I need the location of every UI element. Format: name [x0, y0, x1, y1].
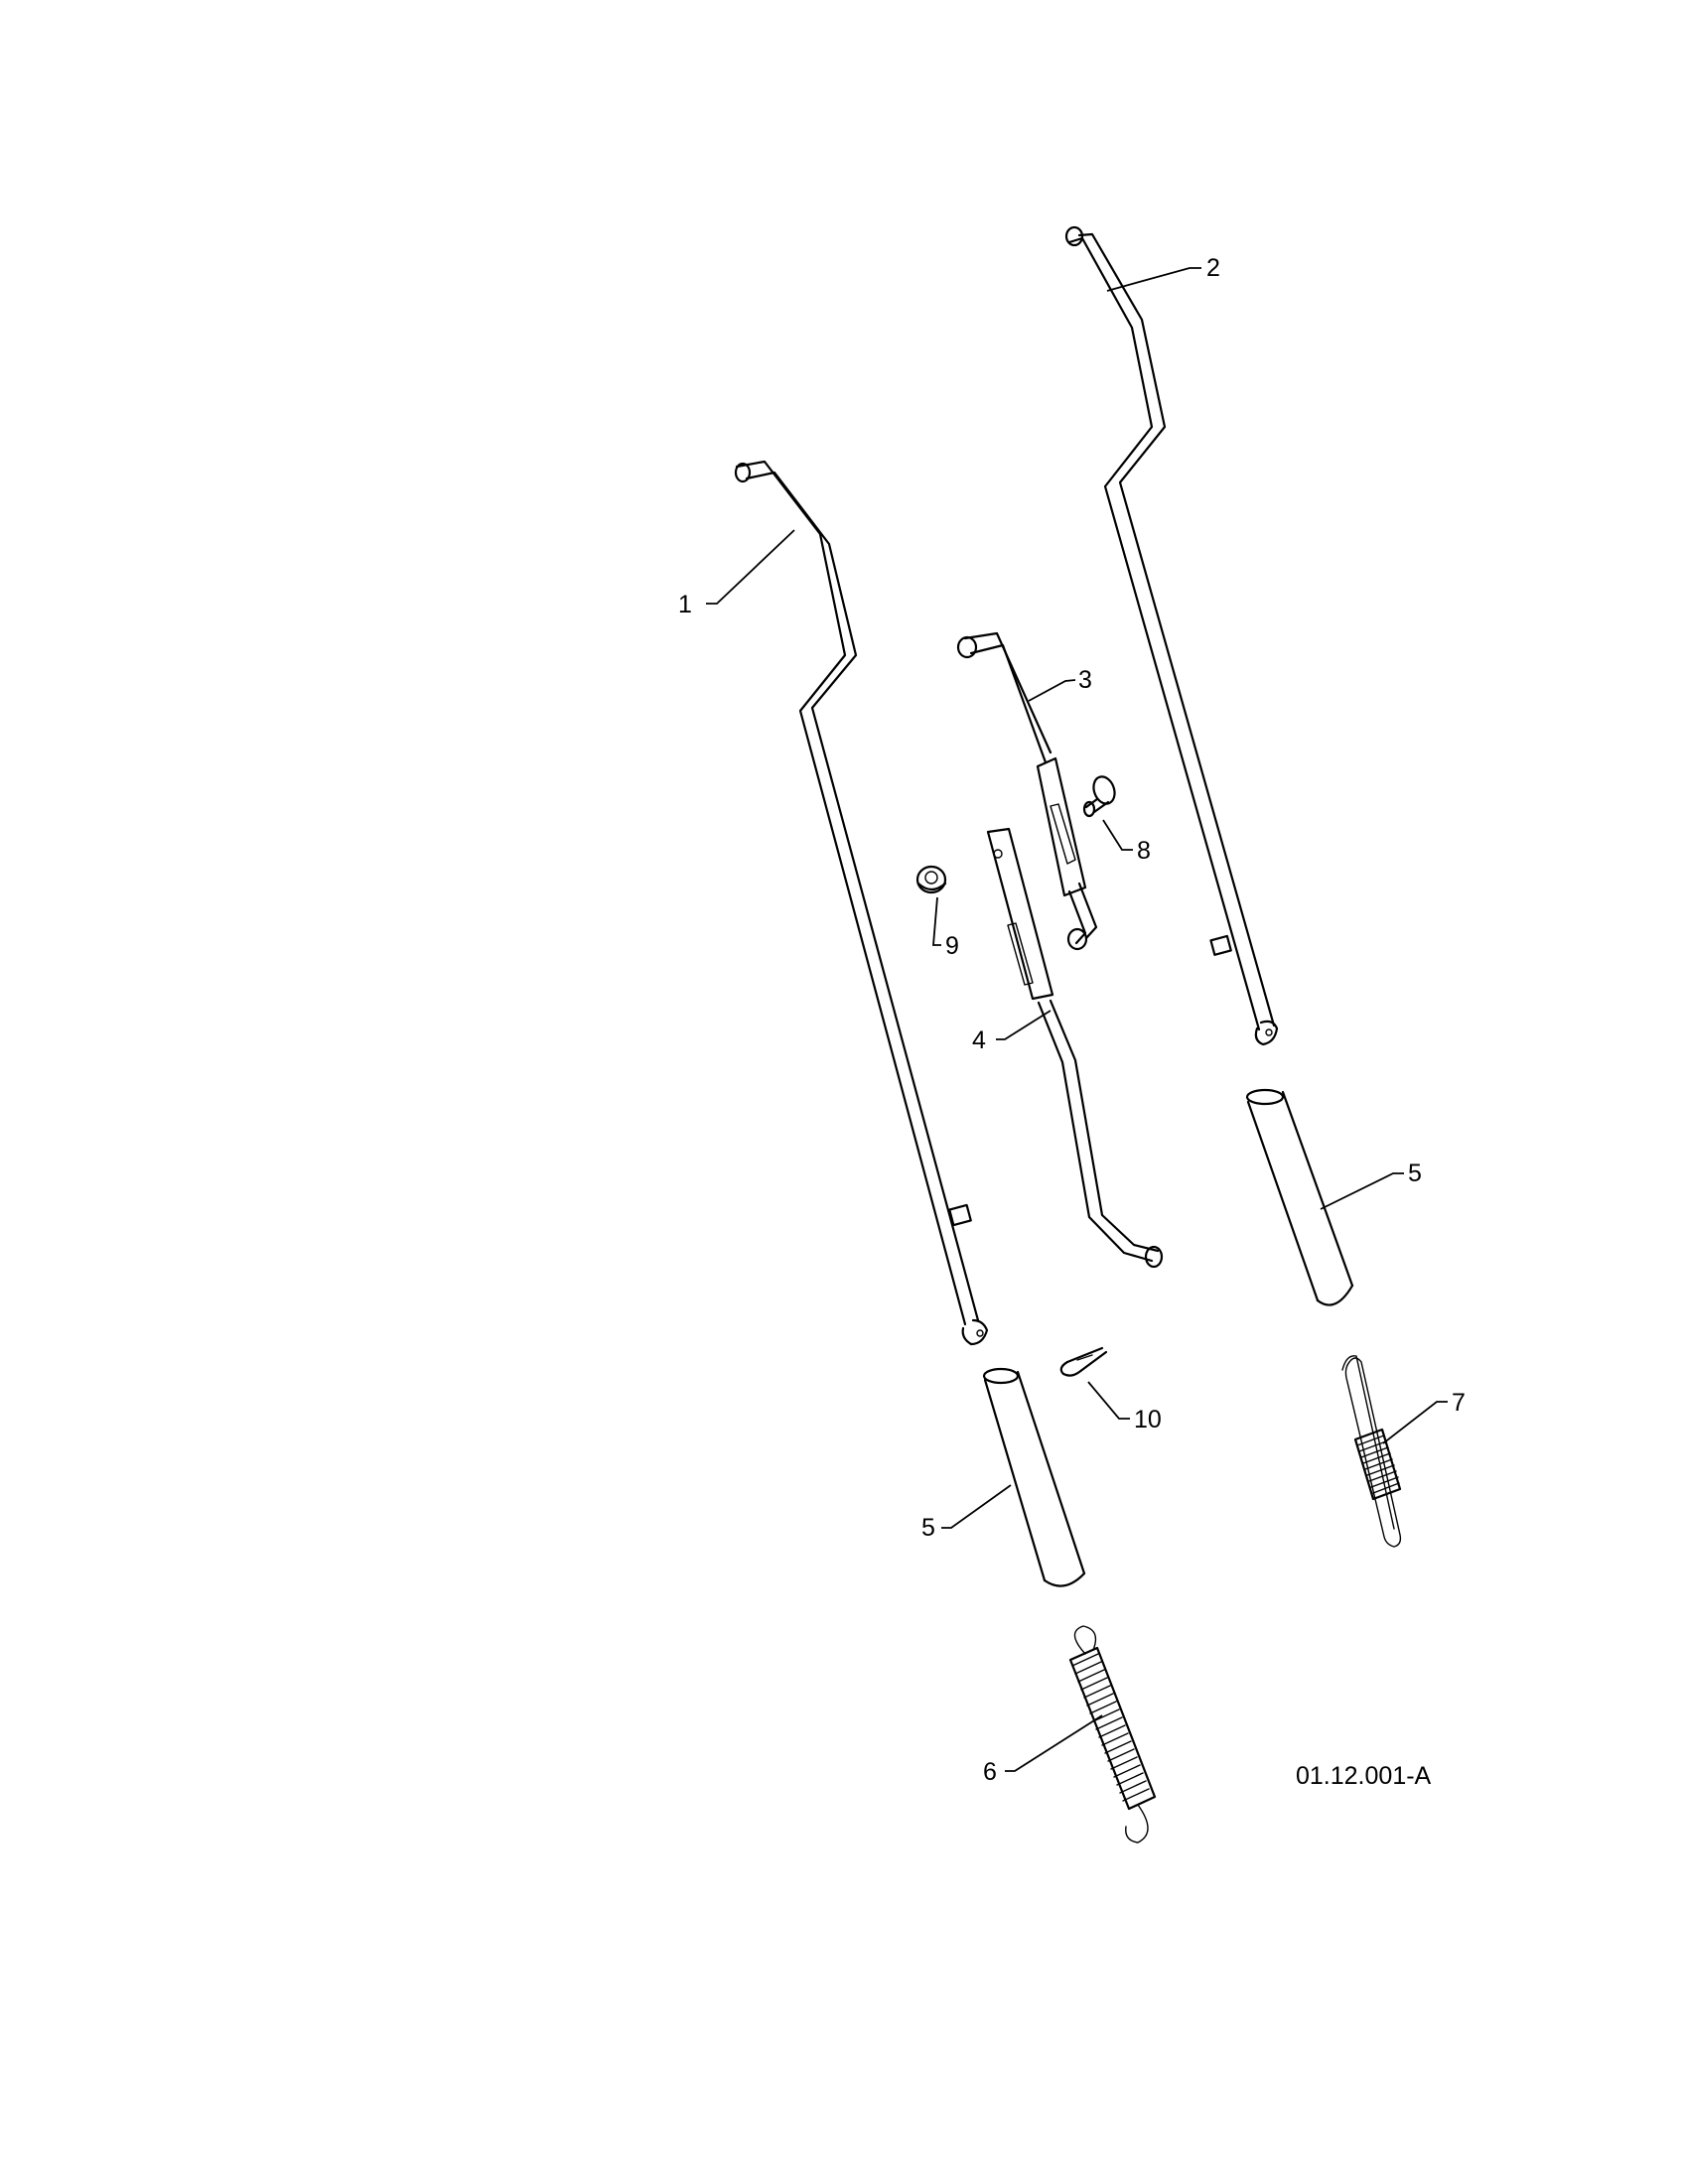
part-4-bar-rod	[986, 827, 1164, 1269]
drawing-id: 01.12.001-A	[1296, 1762, 1432, 1790]
callout-3: 3	[1078, 666, 1092, 694]
leader-7	[1382, 1401, 1448, 1444]
callout-8: 8	[1137, 837, 1151, 865]
part-5-tube-left	[982, 1367, 1086, 1587]
part-5-tube-right	[1245, 1088, 1354, 1306]
leader-9	[932, 896, 941, 946]
leader-3	[1028, 679, 1076, 702]
leader-4	[996, 1010, 1052, 1040]
callout-1: 1	[678, 591, 692, 618]
part-3-link	[956, 631, 1098, 951]
part-6-spring-long	[1068, 1625, 1157, 1843]
callout-6: 6	[983, 1758, 997, 1786]
leader-6	[1005, 1714, 1103, 1772]
leader-5b	[941, 1484, 1012, 1529]
leader-8	[1102, 819, 1133, 851]
part-7-spring-looped	[1341, 1355, 1402, 1548]
callout-2: 2	[1206, 254, 1220, 282]
callout-5-right: 5	[1408, 1160, 1422, 1187]
callout-4: 4	[972, 1026, 986, 1054]
part-8-bolt	[1082, 775, 1116, 818]
callout-10: 10	[1134, 1406, 1162, 1433]
leader-5a	[1320, 1172, 1404, 1210]
leader-10	[1087, 1381, 1130, 1420]
part-9-nut	[915, 865, 947, 894]
leader-1	[706, 529, 795, 605]
callout-7: 7	[1452, 1389, 1466, 1417]
callout-9: 9	[945, 932, 959, 960]
callout-5-left: 5	[921, 1514, 935, 1542]
leader-2	[1106, 267, 1201, 292]
part-1-rod	[734, 460, 989, 1346]
part-10-hairpin-clip	[1059, 1346, 1108, 1377]
part-2-rod	[1064, 225, 1279, 1046]
